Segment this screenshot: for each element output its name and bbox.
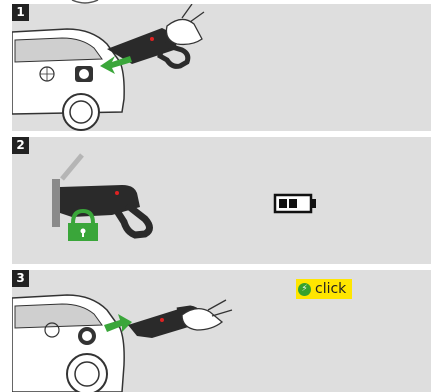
step-1-panel: 1 — [12, 4, 431, 131]
step-2-panel: 2 — [12, 137, 431, 264]
battery-icon — [275, 195, 316, 212]
step-3-illustration — [12, 270, 431, 392]
step-2-illustration — [12, 137, 431, 264]
click-label: click — [315, 281, 346, 297]
click-icon: ⚡ — [298, 283, 311, 296]
hand-icon — [166, 4, 204, 44]
step-3-panel: 3 ⚡ click — [12, 270, 431, 392]
car-rear-icon — [12, 295, 124, 392]
click-badge: ⚡ click — [296, 279, 352, 299]
car-rear-icon — [12, 29, 124, 130]
hand-icon — [182, 300, 232, 330]
step-1-illustration — [12, 4, 431, 131]
